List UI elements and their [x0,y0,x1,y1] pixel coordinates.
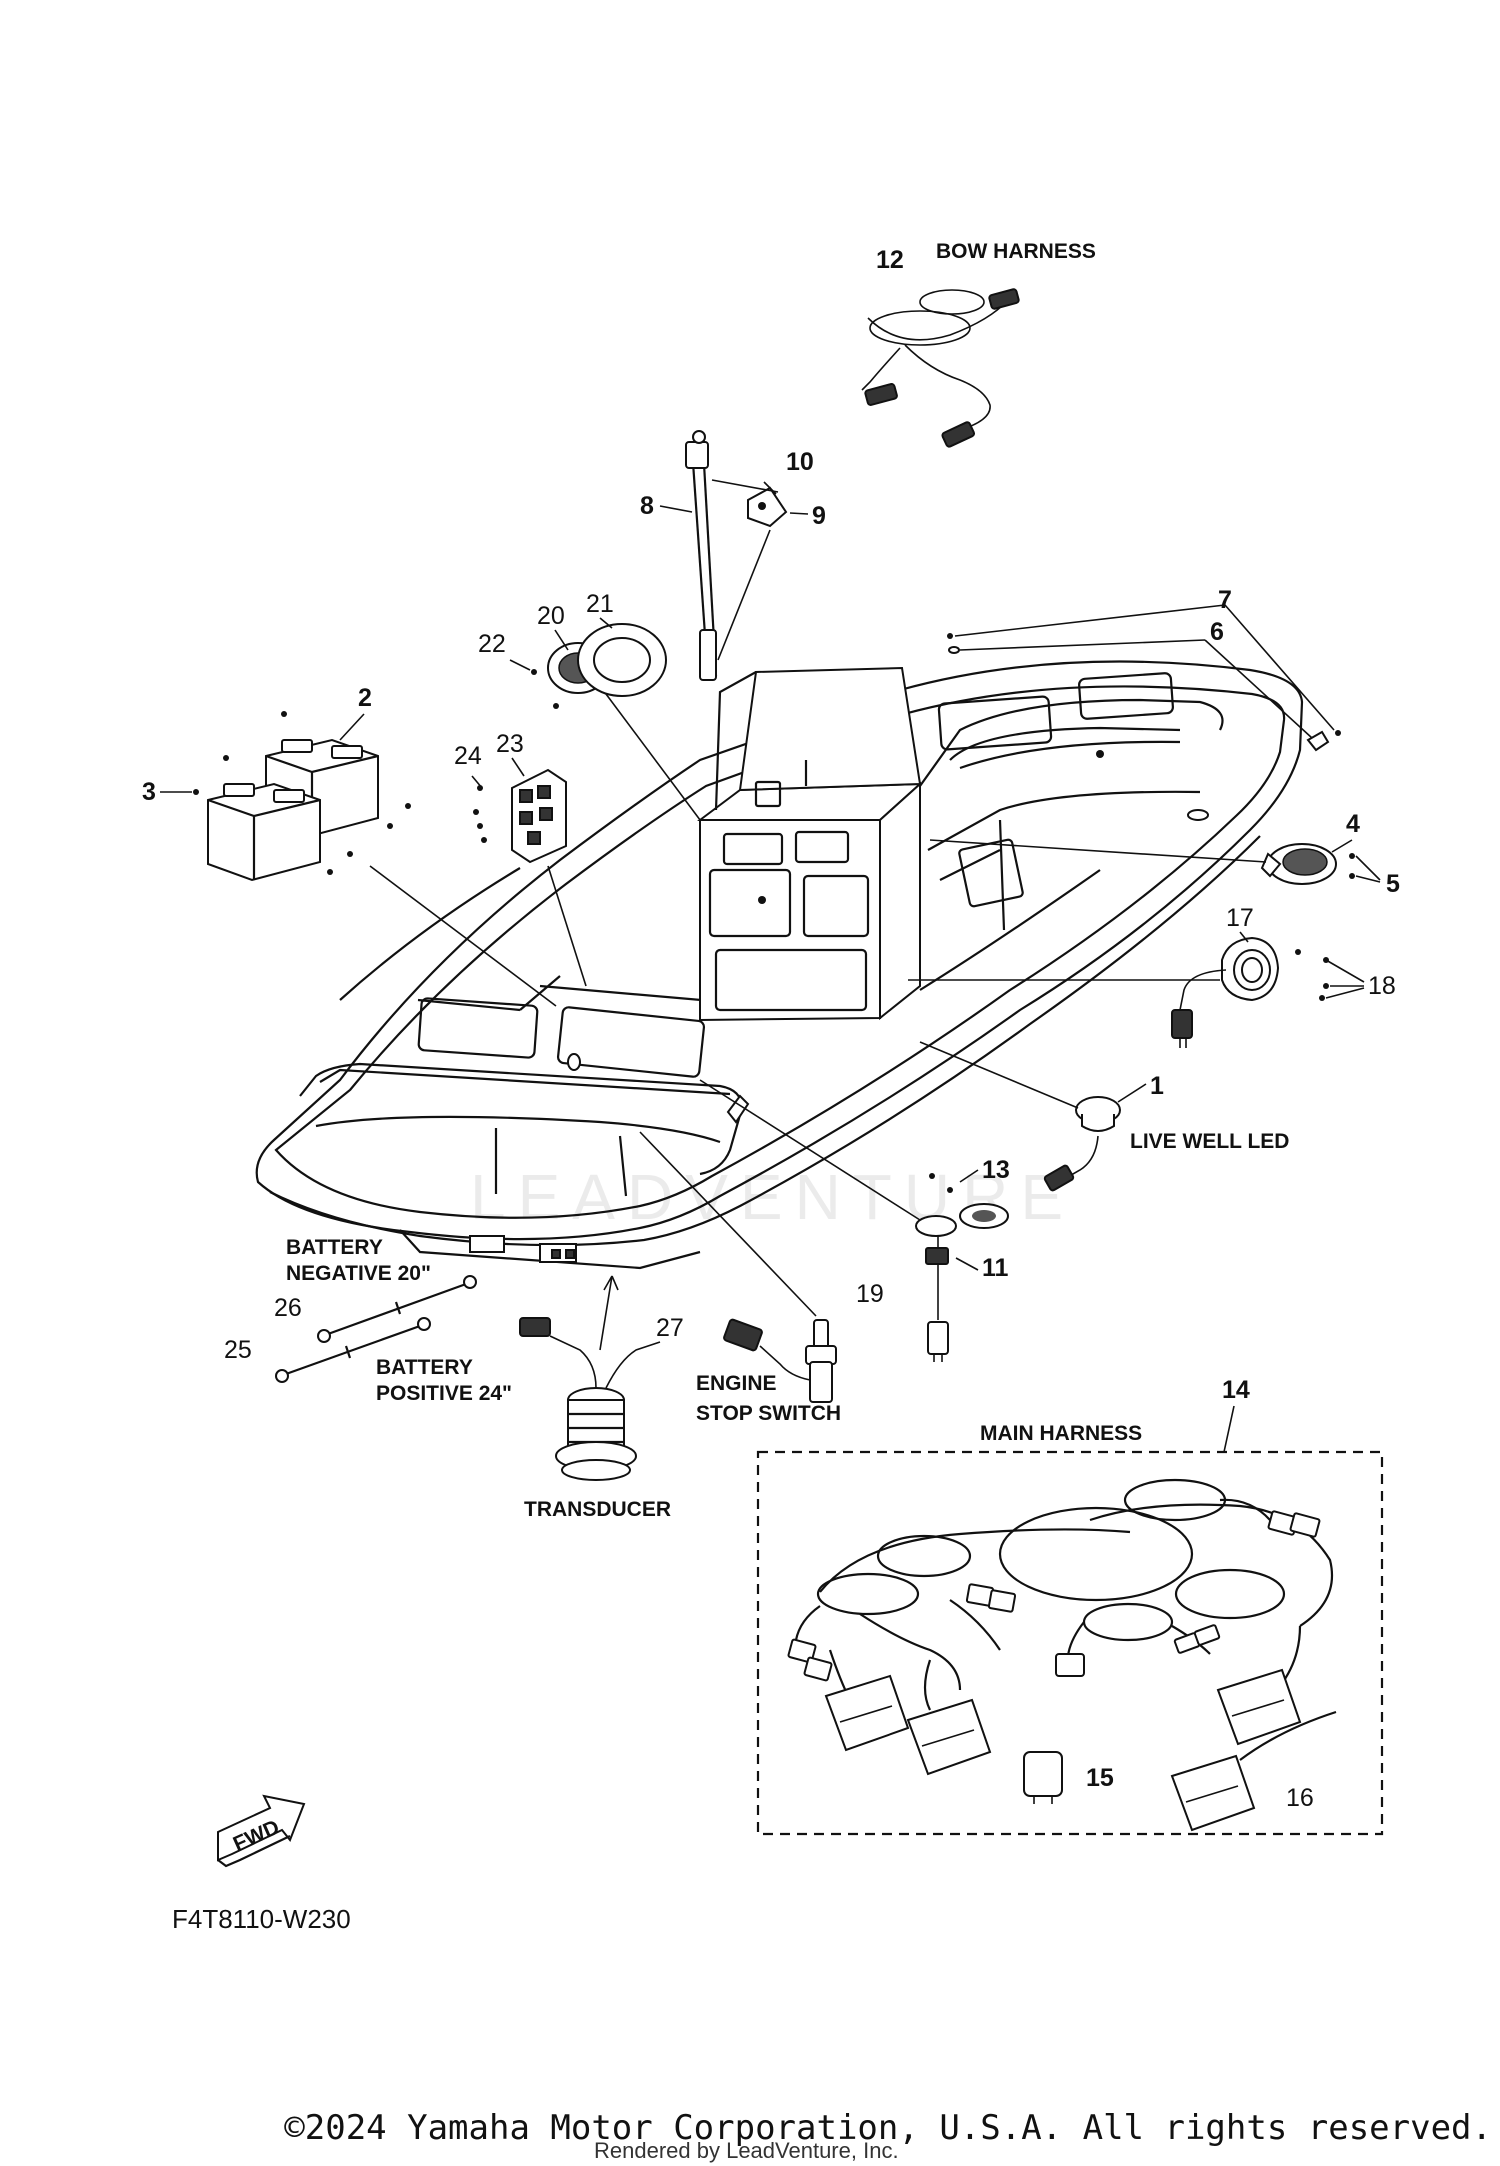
battery-cable-negative[interactable] [317,1275,477,1343]
battery-cable-positive[interactable] [275,1317,431,1383]
cup-holder-light[interactable] [1171,936,1280,1048]
engine-stop-caption-1: ENGINE [696,1372,777,1395]
callout-21: 21 [586,590,614,618]
callout-9: 9 [812,502,826,530]
callout-16: 16 [1286,1784,1314,1812]
callout-18: 18 [1368,972,1396,1000]
engine-stop-switch[interactable] [723,1318,837,1403]
harness-connector-16[interactable] [1170,1710,1337,1832]
transducer-caption: TRANSDUCER [524,1498,671,1521]
harness-cap-15[interactable] [1023,1751,1063,1804]
callout-13: 13 [982,1156,1010,1184]
callout-3: 3 [142,778,156,806]
callout-25: 25 [224,1336,252,1364]
main-harness[interactable] [787,1478,1334,1776]
battery-positive-caption-2: POSITIVE 24" [376,1382,512,1405]
pole-bracket[interactable] [747,486,788,528]
light-pole[interactable] [685,430,718,681]
main-harness-box [756,1450,1384,1836]
usb-outlet[interactable] [915,1203,1009,1362]
callout-24: 24 [454,742,482,770]
battery-positive-caption-1: BATTERY [376,1356,473,1379]
speaker-front[interactable] [1260,843,1337,885]
bow-harness[interactable] [861,288,1020,448]
callout-19: 19 [856,1280,884,1308]
speaker-ring[interactable] [577,623,667,697]
callout-5: 5 [1386,870,1400,898]
callout-23: 23 [496,730,524,758]
live-well-led-caption: LIVE WELL LED [1130,1130,1289,1153]
callout-17: 17 [1226,904,1254,932]
callout-22: 22 [478,630,506,658]
screw-7[interactable] [947,633,1341,736]
callout-7: 7 [1218,586,1232,614]
callout-4: 4 [1346,810,1360,838]
diagram-code: F4T8110-W230 [172,1904,351,1934]
callout-27: 27 [656,1314,684,1342]
main-harness-caption: MAIN HARNESS [980,1422,1142,1445]
callout-26: 26 [274,1294,302,1322]
rendered-by: Rendered by LeadVenture, Inc. [594,2138,899,2163]
boat-hull [255,660,1304,1270]
callout-11: 11 [982,1254,1009,1282]
bow-harness-caption: BOW HARNESS [936,240,1096,263]
callout-1: 1 [1150,1072,1164,1100]
callout-6: 6 [1210,618,1224,646]
callout-8: 8 [640,492,654,520]
battery-negative-caption-2: NEGATIVE 20" [286,1262,431,1285]
battery-lower[interactable] [207,782,321,882]
callout-2: 2 [358,684,372,712]
grommet-6[interactable] [948,646,1330,752]
live-well-led[interactable] [1043,1096,1121,1192]
battery-negative-caption-1: BATTERY [286,1236,383,1259]
callout-14: 14 [1222,1376,1250,1404]
transducer[interactable] [519,1317,661,1481]
engine-stop-caption-2: STOP SWITCH [696,1402,841,1425]
callout-12: 12 [876,246,904,274]
callout-20: 20 [537,602,565,630]
fwd-arrow-icon [217,1794,306,1868]
switch-panel[interactable] [511,768,567,864]
callout-15: 15 [1086,1764,1114,1792]
copyright-notice: ©2024 Yamaha Motor Corporation, U.S.A. A… [284,2108,1492,2148]
callout-10: 10 [786,448,814,476]
